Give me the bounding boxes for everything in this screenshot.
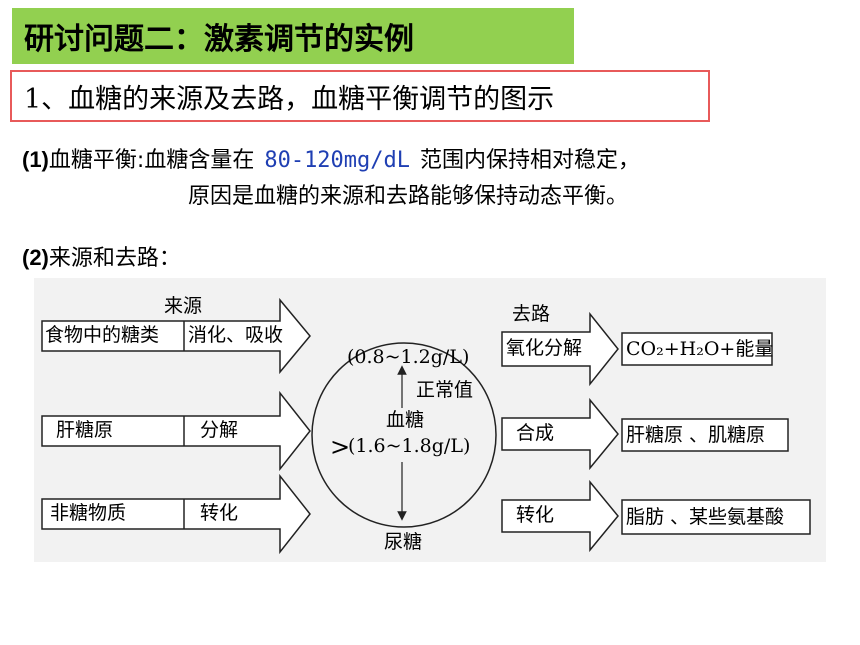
source-arrow-3	[41, 473, 311, 555]
diagram-shapes	[41, 297, 811, 555]
source-process-2: 分解	[200, 419, 239, 441]
point-1-label: 血糖平衡:	[48, 148, 145, 173]
source-process-1: 消化、吸收	[188, 324, 284, 346]
dest-header: 去路	[512, 303, 551, 325]
point-1-text-pre: 血糖含量在	[144, 148, 255, 173]
product-2: 肝糖原 、肌糖原	[626, 424, 766, 446]
source-item-2: 肝糖原	[56, 419, 114, 441]
source-item-3: 非糖物质	[50, 502, 127, 524]
low-value-label: (0.8~1.2g/L)	[347, 346, 470, 368]
product-1: CO₂+H₂O+能量	[626, 338, 774, 360]
dest-process-2: 合成	[516, 422, 555, 444]
point-1-line-2: 原因是血糖的来源和去路能够保持动态平衡。	[188, 184, 629, 209]
page-title: 研讨问题二：激素调节的实例	[24, 22, 414, 57]
blood-glucose-label: 血糖	[386, 409, 425, 431]
product-box-3	[621, 499, 811, 535]
dest-process-3: 转化	[516, 504, 555, 526]
dest-process-1: 氧化分解	[506, 337, 583, 359]
point-1-number: (1)	[22, 147, 49, 172]
title-banner: 研讨问题二：激素调节的实例	[12, 8, 574, 64]
point-2-line: (2)来源和去路：	[22, 240, 181, 272]
urine-glucose-label: 尿糖	[384, 531, 423, 553]
dest-arrow-3	[501, 479, 619, 553]
normal-value-label: 正常值	[416, 379, 474, 401]
glucose-range-value: 80-120mg/dL	[264, 148, 411, 173]
product-3: 脂肪 、某些氨基酸	[626, 506, 785, 528]
source-item-1: 食物中的糖类	[45, 324, 160, 346]
source-arrow-1	[41, 297, 311, 375]
glucose-balance-diagram: 来源 食物中的糖类 消化、吸收 肝糖原 分解 非糖物质 转化 (0.8~1.2g…	[34, 278, 826, 562]
greater-than-symbol: >	[330, 433, 351, 461]
product-box-2	[621, 418, 789, 452]
point-2-label: 来源和去路：	[48, 246, 181, 271]
point-1-text-post: 范围内保持相对稳定，	[420, 148, 641, 173]
section-heading-box: 1、血糖的来源及去路，血糖平衡调节的图示	[10, 70, 710, 122]
dest-arrow-2	[501, 397, 619, 471]
section-heading: 1、血糖的来源及去路，血糖平衡调节的图示	[24, 83, 555, 115]
blood-glucose-circle	[311, 342, 497, 528]
product-box-1	[621, 332, 773, 366]
high-value-label: (1.6~1.8g/L)	[348, 435, 471, 457]
source-arrow-2	[41, 390, 311, 472]
dest-arrow-1	[501, 311, 619, 387]
source-header: 来源	[164, 295, 203, 317]
point-2-number: (2)	[22, 245, 49, 270]
source-process-3: 转化	[200, 502, 239, 524]
point-1-line-1: (1)血糖平衡:血糖含量在 80-120mg/dL 范围内保持相对稳定，	[22, 142, 640, 174]
